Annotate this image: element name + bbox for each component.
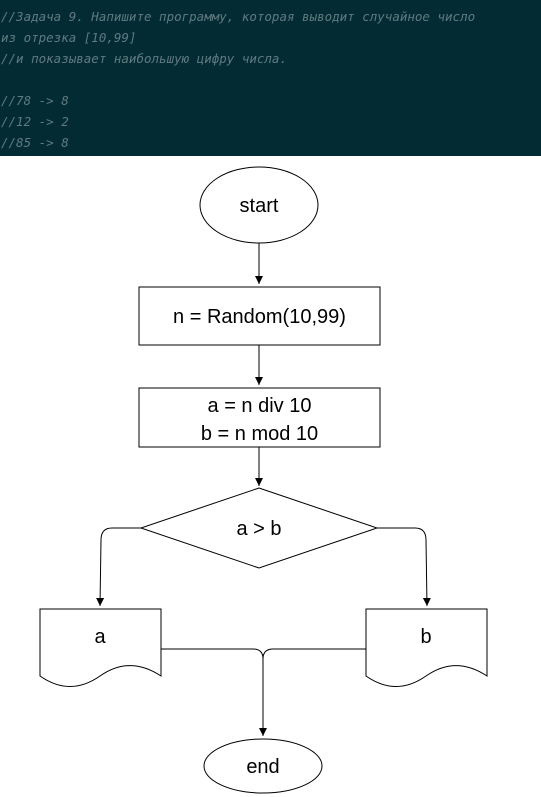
end-node: end [203,738,323,794]
code-line-6: //12 -> 2 [1,114,69,129]
code-line-5: //78 -> 8 [1,93,69,108]
code-line-1: //Задача 9. Напишите программу, которая … [1,9,476,24]
condition-label: a > b [236,518,281,540]
end-label: end [246,756,279,778]
output-b-label: b [420,626,431,648]
start-node: start [199,166,319,244]
code-comment-panel: //Задача 9. Напишите программу, которая … [0,0,541,156]
code-line-7: //85 -> 8 [1,135,69,150]
random-process-node: n = Random(10,99) [138,286,381,346]
output-b-node: b [365,608,488,687]
code-line-3: //и показывает наибольшую цифру числа. [1,51,287,66]
random-label: n = Random(10,99) [173,306,346,328]
split-line-2: b = n mod 10 [201,423,318,445]
start-label: start [240,195,279,217]
output-a-node: a [39,608,162,687]
edge-b-to-merge [262,648,366,660]
edge-decision-to-a [96,527,141,607]
edge-decision-to-b [377,527,431,607]
output-a-label: a [94,626,106,648]
edge-a-to-merge [161,648,264,660]
code-line-2: из отрезка [10,99] [1,30,137,45]
decision-node: a > b [139,487,379,569]
split-line-1: a = n div 10 [208,395,312,417]
digit-split-node: a = n div 10 b = n mod 10 [138,387,381,448]
